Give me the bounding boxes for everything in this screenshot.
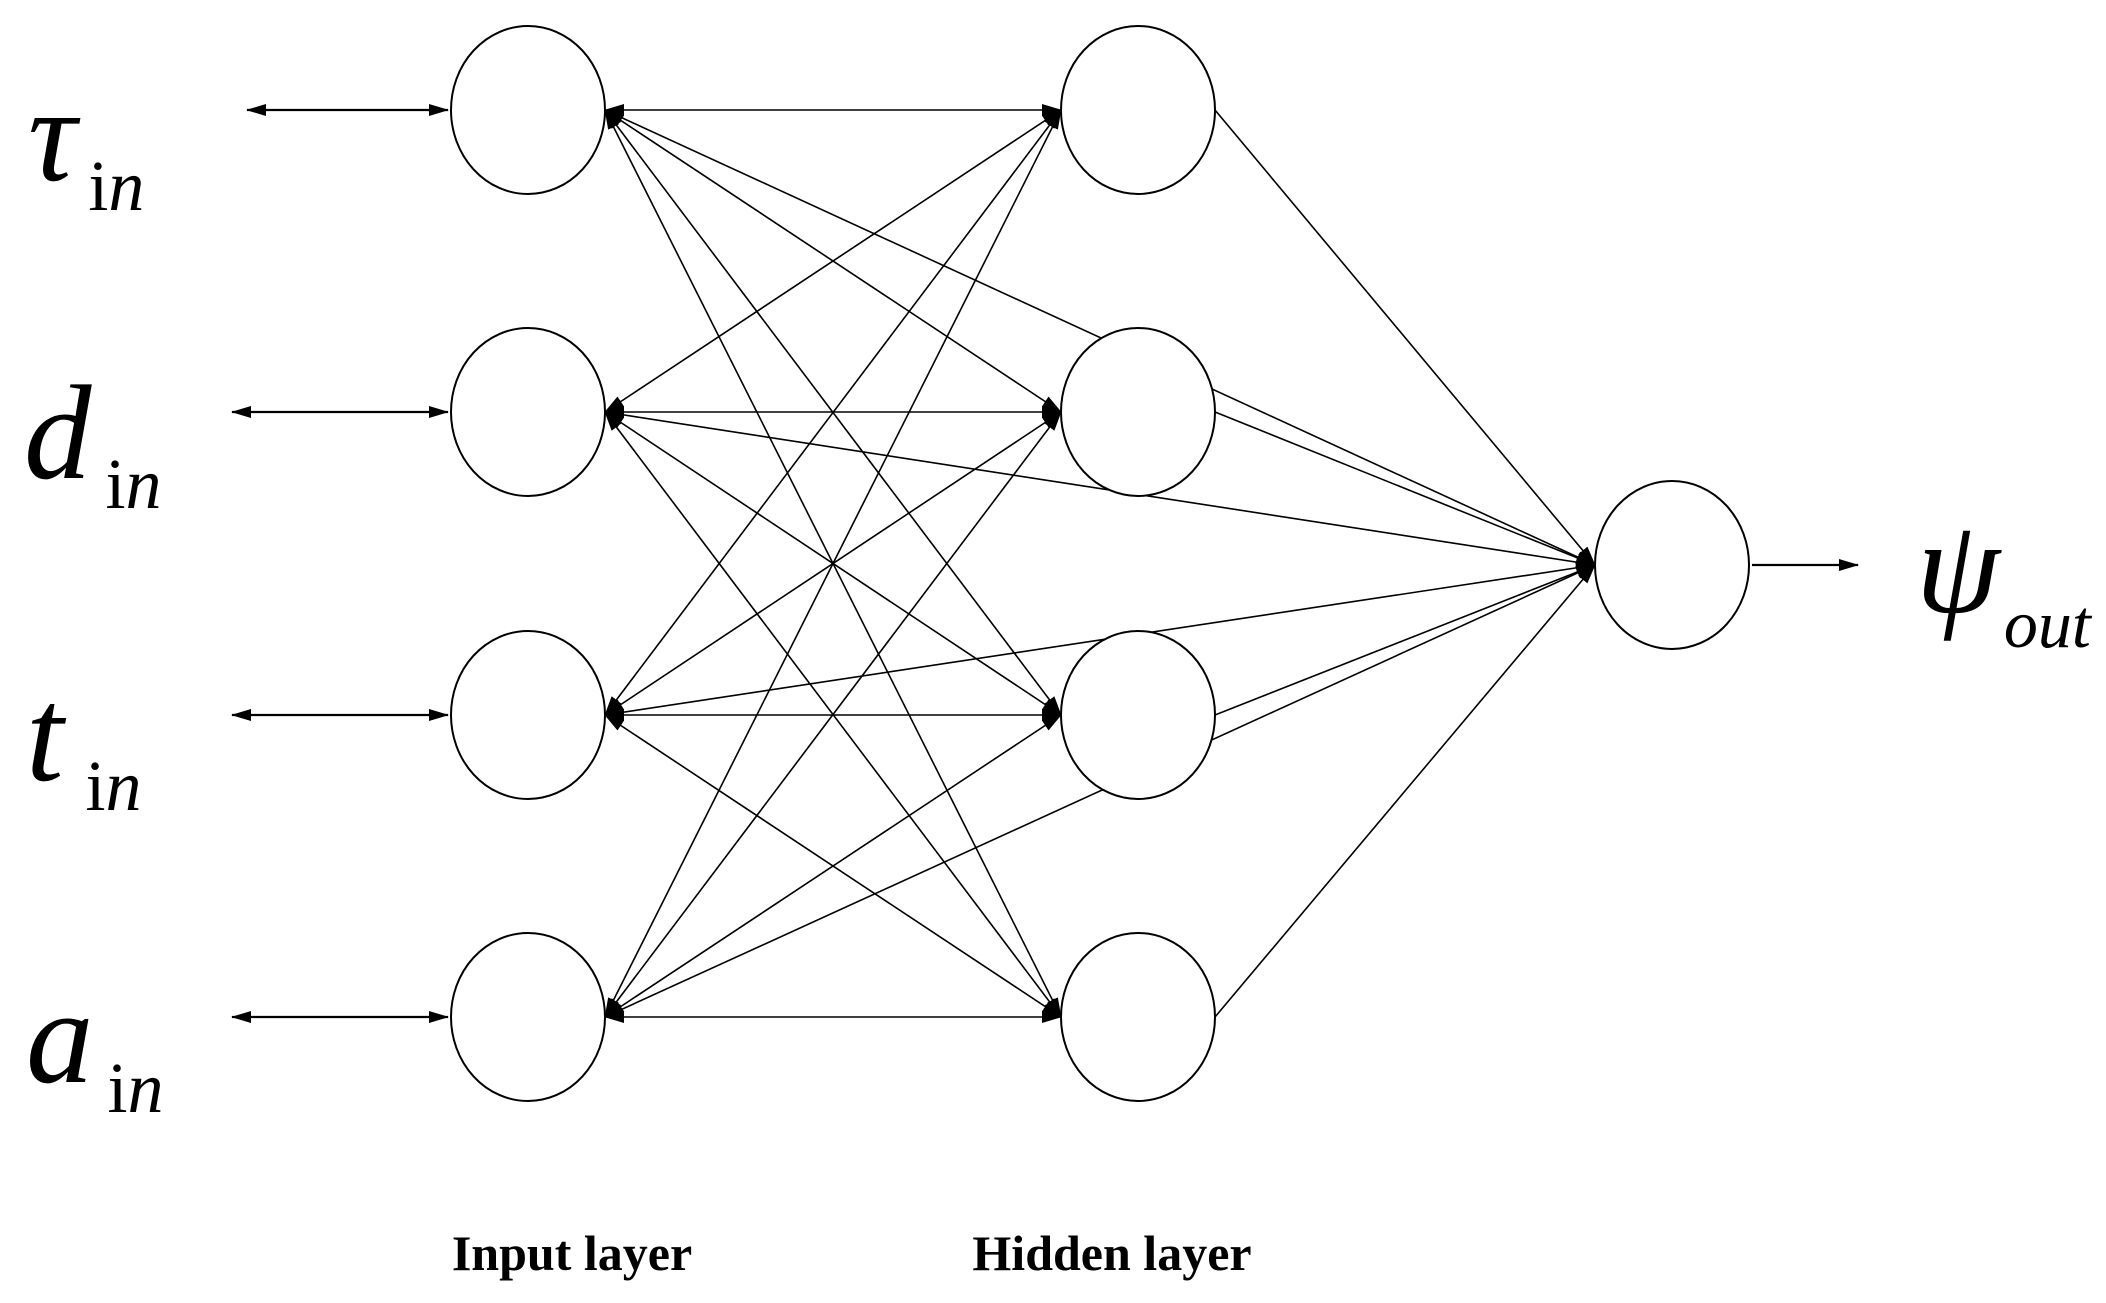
input-sub-roman-a: i [108, 1048, 128, 1128]
edge-hidden-2-output [1214, 411, 1596, 566]
input-node-2 [450, 327, 606, 497]
input-layer [450, 25, 606, 1102]
input-node-1 [450, 25, 606, 195]
edge-input-3-output [604, 561, 1596, 716]
hidden-node-2 [1060, 327, 1216, 497]
output-sub: out [2004, 586, 2093, 662]
edge-input-4-output [604, 564, 1596, 1018]
hidden-node-3 [1060, 630, 1216, 800]
input-sub-italic-tau: n [108, 146, 144, 226]
edge-input-4-hidden-3 [604, 714, 1062, 1018]
hidden-layer-label: Hidden layer [972, 1225, 1251, 1281]
edge-hidden-1-output [1214, 109, 1596, 566]
connections [604, 104, 1596, 1023]
input-layer-label: Input layer [452, 1225, 692, 1281]
output-node [1594, 480, 1750, 650]
input-symbol-t: t [26, 661, 67, 810]
input-node-4 [450, 932, 606, 1102]
edge-input-2-output [604, 411, 1596, 569]
output-label: ψout [1916, 493, 2093, 662]
input-arrows [231, 104, 449, 1023]
hidden-node-4 [1060, 932, 1216, 1102]
hidden-node-1 [1060, 25, 1216, 195]
input-sub-italic-d: n [126, 444, 162, 524]
input-sub-roman-tau: i [88, 146, 108, 226]
input-symbol-tau: τ [28, 61, 81, 210]
input-sub-roman-t: i [86, 746, 106, 826]
input-sub-roman-d: i [106, 444, 126, 524]
edge-hidden-3-output [1214, 564, 1596, 716]
input-symbol-a: a [26, 963, 94, 1112]
input-sub-italic-a: n [128, 1048, 164, 1128]
input-sub-italic-t: n [106, 746, 142, 826]
input-symbol-d: d [24, 359, 92, 508]
input-node-3 [450, 630, 606, 800]
edge-input-1-output [604, 109, 1596, 566]
output-symbol: ψ [1916, 493, 2002, 642]
hidden-layer [1060, 25, 1216, 1102]
edge-hidden-4-output [1214, 564, 1596, 1018]
